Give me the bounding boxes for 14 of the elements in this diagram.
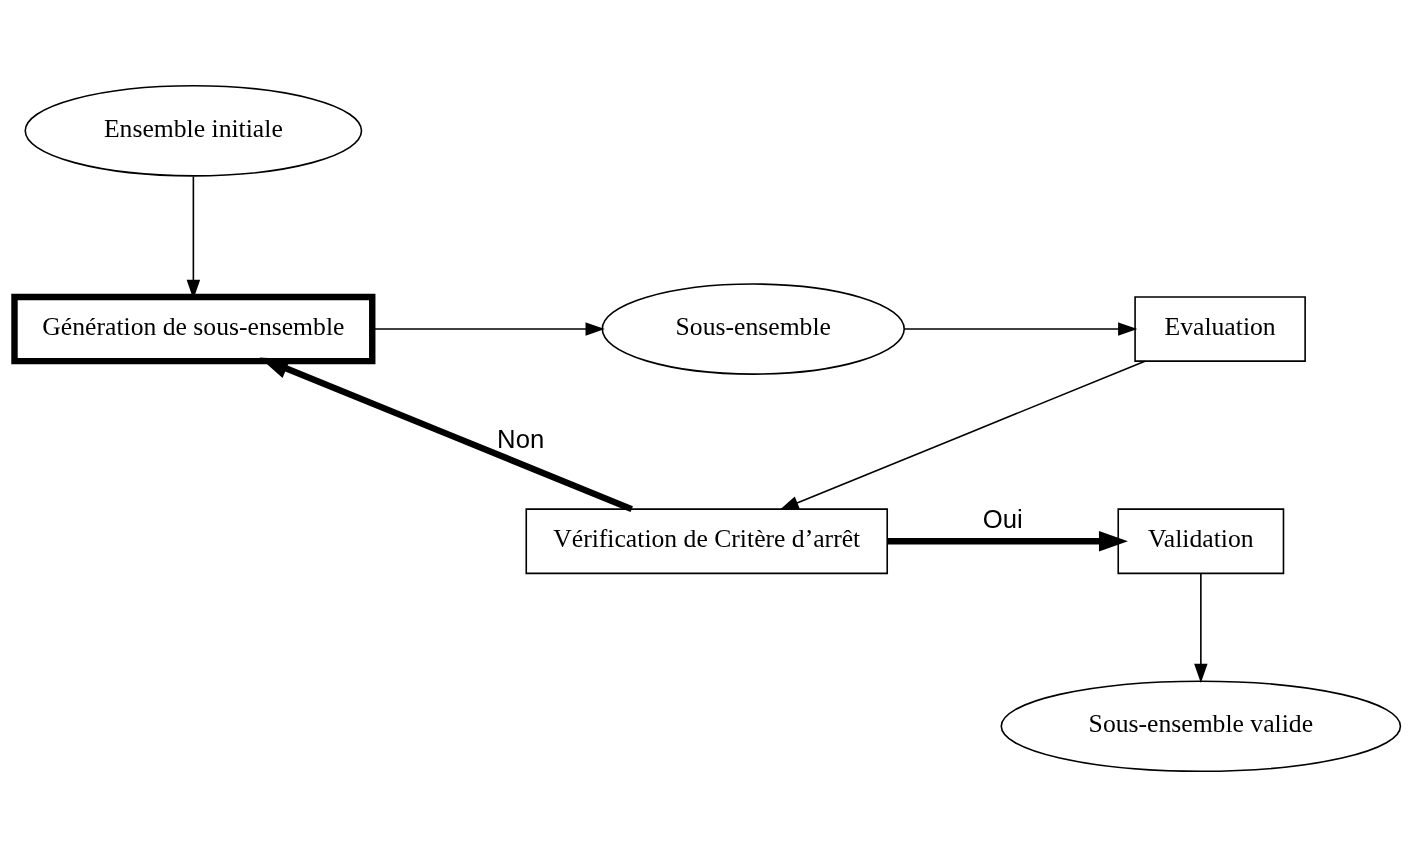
- arrow: [887, 530, 1128, 551]
- node-ellipse: Sous-ensemble valide: [1000, 679, 1402, 772]
- node-box: Validation: [1117, 507, 1285, 574]
- node-box: Vérification de Critère d’arrêt: [525, 507, 888, 574]
- node-box: Génération de sous-ensemble: [11, 293, 376, 364]
- node-ellipse: Ensemble initiale: [24, 84, 363, 177]
- edge-label: Oui: [982, 504, 1023, 533]
- arrow: [259, 357, 633, 512]
- node-box: Evaluation: [1134, 295, 1306, 362]
- node-ellipse: Sous-ensemble: [601, 282, 905, 375]
- arrow: [779, 359, 1146, 510]
- edge-label: Non: [497, 424, 545, 453]
- arrow: [1194, 572, 1208, 683]
- arrow: [903, 321, 1138, 336]
